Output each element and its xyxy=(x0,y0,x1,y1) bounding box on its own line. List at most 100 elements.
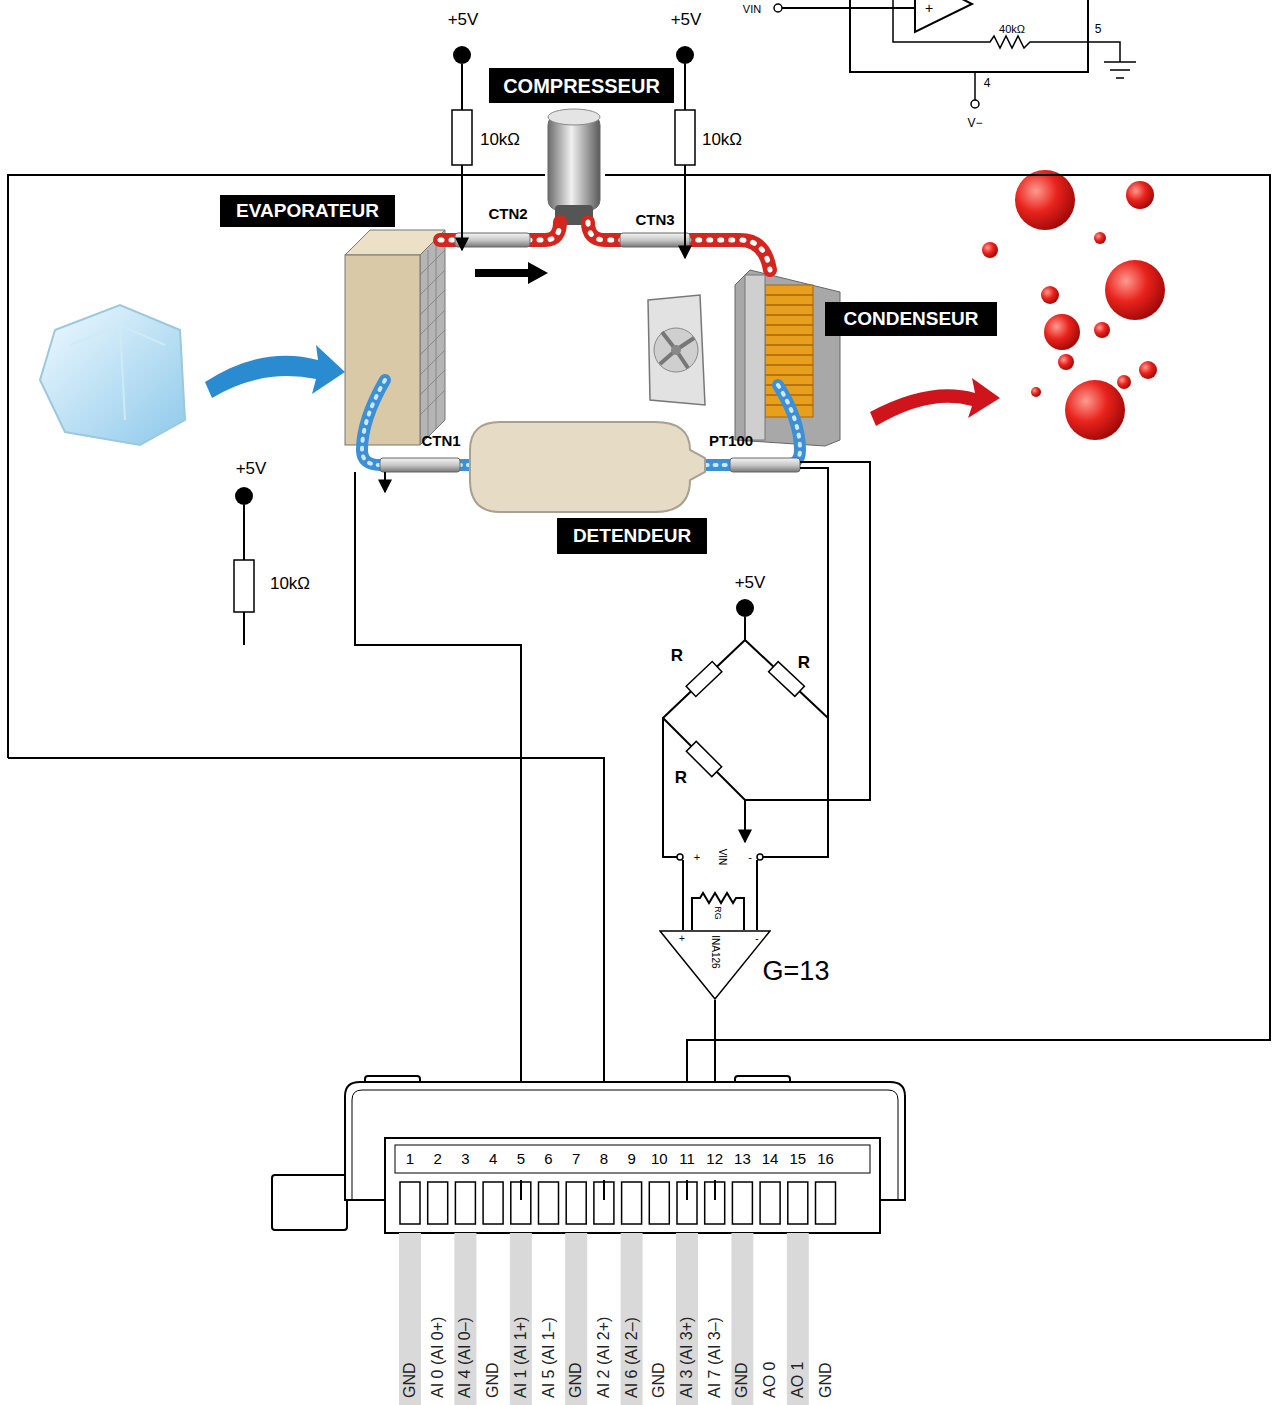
wire xyxy=(243,505,245,560)
cold-pipe xyxy=(362,380,470,465)
pin-number: 11 xyxy=(677,1150,697,1167)
opamp-excerpt xyxy=(971,100,979,108)
fan-drawing xyxy=(648,295,705,405)
pin-name: AI 7 (AI 3–) xyxy=(705,1317,723,1398)
component-label: DETENDEUR xyxy=(557,518,707,554)
sensor-name: CTN1 xyxy=(421,432,460,449)
opamp-excerpt xyxy=(782,7,915,9)
amplifier-triangle: INA126 xyxy=(659,930,771,1000)
pin-number: 13 xyxy=(732,1150,753,1167)
component-label: CONDENSEUR xyxy=(825,302,997,336)
compressor-drawing xyxy=(548,109,600,125)
supply-dot xyxy=(235,487,253,505)
wire xyxy=(663,617,745,857)
heat-bubbles xyxy=(1041,286,1059,304)
wire xyxy=(244,64,870,1190)
wire xyxy=(692,893,744,930)
heat-bubbles xyxy=(982,170,1165,440)
pin-strip xyxy=(399,1233,809,1405)
resistor-name: RG xyxy=(713,906,723,920)
wire-end xyxy=(603,1180,605,1200)
pin-name: AI 0 (AI 0+) xyxy=(428,1317,446,1398)
supply-dot xyxy=(235,46,754,617)
hot-pipe xyxy=(588,222,770,270)
wire xyxy=(8,175,545,758)
evaporator-drawing xyxy=(420,230,445,445)
pin-number: 3 xyxy=(459,1150,471,1167)
pin-number: 12 xyxy=(704,1150,725,1167)
daq-device xyxy=(385,1138,880,1233)
wire xyxy=(684,165,686,258)
pin-name: AO 1 xyxy=(789,1362,807,1398)
pin-name: GND xyxy=(733,1362,751,1398)
screw-socket xyxy=(816,1182,836,1224)
pin-number: 5 xyxy=(515,1150,527,1167)
resistor-symbol xyxy=(234,110,804,777)
wire xyxy=(461,165,463,250)
resistor-symbol xyxy=(686,741,721,776)
condenser-drawing xyxy=(765,295,813,405)
heat-bubbles xyxy=(1058,354,1074,370)
pin-strip xyxy=(510,1233,532,1405)
component-name: CONDENSEUR xyxy=(843,309,978,330)
evaporator-drawing xyxy=(345,230,445,445)
signal-name: VIN xyxy=(743,3,761,16)
pin-name: AI 1 (AI 1+) xyxy=(512,1317,530,1398)
supply-voltage: +5V xyxy=(236,459,267,479)
wire xyxy=(745,640,828,718)
wire xyxy=(663,718,745,800)
daq-device xyxy=(272,1175,347,1230)
fan-drawing xyxy=(660,332,694,368)
screw-socket xyxy=(788,1182,808,1224)
wire xyxy=(8,175,1270,1190)
expansion-valve-drawing xyxy=(470,422,705,512)
terminal xyxy=(757,854,763,860)
pin-number: 10 xyxy=(649,1150,670,1167)
wire xyxy=(745,462,870,800)
opamp-excerpt xyxy=(974,72,976,100)
screw-socket xyxy=(649,1182,669,1224)
resistor-name: R xyxy=(671,646,683,666)
sensor-name: CTN2 xyxy=(488,205,527,222)
hot-pipe xyxy=(440,222,770,270)
ice-cube xyxy=(40,305,185,445)
pin-number: 1 xyxy=(404,1150,416,1167)
input-sign: + xyxy=(679,933,685,945)
condenser-drawing xyxy=(735,270,840,446)
input-sign: + xyxy=(694,851,700,864)
pin-name: GND xyxy=(567,1362,585,1398)
pin-number: 4 xyxy=(487,1150,499,1167)
resistor-symbol xyxy=(452,110,472,165)
signal-name: V− xyxy=(967,117,982,131)
cold-air-arrow xyxy=(205,345,345,398)
opamp-excerpt xyxy=(774,4,782,12)
pin-name: AI 5 (AI 1–) xyxy=(539,1317,557,1398)
sensor-probe xyxy=(730,458,800,472)
pin-number: 6 xyxy=(542,1150,554,1167)
resistor-name: R xyxy=(798,653,810,673)
pin-number: 8 xyxy=(598,1150,610,1167)
condenser-drawing xyxy=(735,270,840,446)
pin-number: 5 xyxy=(1095,23,1102,37)
ice-cube xyxy=(70,325,165,420)
sensor-probe xyxy=(455,233,530,247)
component-label: EVAPORATEUR xyxy=(220,195,395,227)
wire-end xyxy=(521,1180,715,1200)
heat-bubbles xyxy=(1094,232,1106,244)
heat-bubbles xyxy=(982,242,998,258)
input-sign: - xyxy=(748,851,752,864)
pin-strip xyxy=(621,1233,643,1405)
fan-drawing xyxy=(648,295,705,405)
sensor-name: CTN3 xyxy=(635,211,674,228)
screw-socket xyxy=(732,1182,752,1224)
sensor-name: PT100 xyxy=(709,432,753,449)
hot-air-arrow xyxy=(870,378,1000,426)
supply-dot xyxy=(453,46,471,64)
terminal xyxy=(677,854,683,860)
wire-end xyxy=(686,1180,688,1200)
cold-pipe xyxy=(362,380,470,465)
pin-number: 7 xyxy=(570,1150,582,1167)
pin-name: GND xyxy=(650,1362,668,1398)
fan-drawing xyxy=(671,345,681,355)
